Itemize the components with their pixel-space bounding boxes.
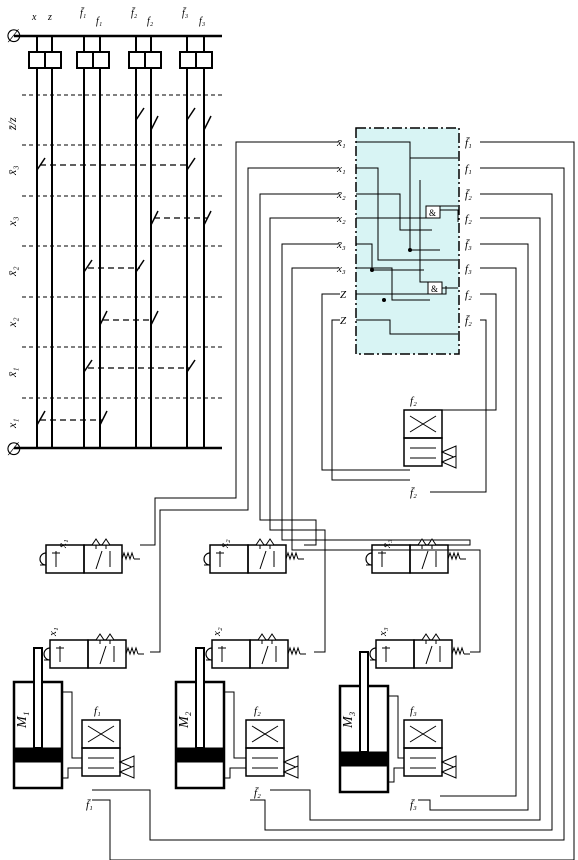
sensor-valves-top [39, 538, 466, 574]
and-gate-symbol: & [431, 284, 438, 294]
logic-output: f₂ [465, 289, 472, 301]
memory-valve-bottom-label: f̄₂ [410, 487, 417, 499]
logic-input: x̄₁ [336, 137, 346, 149]
logic-outputs: f̄₁ f₁ f̄₂ f₂ f̄₃ f₃ f₂ f̄₂ [465, 137, 472, 327]
sensor-top-label-3: x̄₃ [381, 539, 393, 549]
top-label: f̄₂ [131, 7, 138, 19]
piston [175, 747, 225, 763]
logic-junction-dots [370, 248, 412, 302]
cylinder-label-2: M₂ [177, 711, 192, 729]
sensor-mid-label-3: x₃ [377, 627, 389, 637]
and-gate-2 [427, 281, 443, 295]
memory-valve-top-label: f₂ [410, 395, 417, 407]
logic-input: x₃ [336, 263, 346, 275]
top-label: f̄₁ [80, 7, 86, 19]
and-gate-symbol: & [429, 208, 436, 218]
and-gate-1 [425, 205, 441, 219]
logic-output: f̄₃ [465, 239, 472, 251]
piston [339, 751, 389, 767]
cyl-valve-bottom-label-3: f̄₃ [410, 799, 417, 811]
row-label: x̄₂ [5, 267, 19, 278]
cylinder-assembly-3 [338, 651, 457, 794]
sensor-valve-mid-3 [369, 633, 470, 669]
logic-inputs: x̄₁ x₁ x̄₂ x₂ x̄₃ x₃ Z Z [336, 137, 347, 327]
top-label: z [47, 12, 52, 23]
sensor-valve-top-3 [365, 538, 466, 574]
sensor-top-label-2: x̄₂ [219, 539, 231, 549]
logic-block-border [355, 127, 460, 355]
row-label: x₃ [5, 217, 19, 228]
top-label: f̄₃ [182, 7, 189, 19]
and-gates: & & [425, 205, 443, 295]
row-label: x̄₁ [5, 368, 19, 379]
external-wiring [92, 141, 575, 860]
piston-rod [359, 651, 369, 753]
row-label: x₂ [5, 318, 19, 329]
logic-input: x₂ [336, 213, 346, 225]
sensor-valve-top-1 [39, 538, 140, 574]
ladder-row-labels: z̄/z x̄₃ x₃ x̄₂ x₂ x̄₁ x₁ [5, 117, 19, 429]
cylinders [12, 647, 457, 794]
logic-output: f₃ [465, 263, 472, 275]
top-label: x [31, 12, 37, 23]
cyl-valve-bottom-label-2: f̄₂ [254, 787, 261, 799]
piston [13, 747, 63, 763]
sensor-valve-mid-2 [205, 633, 306, 669]
logic-output: f₁ [465, 163, 472, 175]
logic-block-background [356, 128, 459, 354]
row-label: x̄₃ [5, 166, 19, 177]
cyl-valve-top-label-1: f₁ [94, 705, 101, 717]
logic-output: f̄₁ [465, 137, 472, 149]
ladder-top-labels: x z f̄₁ f₁ f̄₂ f₂ f̄₃ f₃ [31, 7, 206, 27]
sensor-top-label-1: x̄₁ [57, 539, 69, 549]
logic-input: x̄₃ [336, 239, 346, 251]
logic-output: f̄₂ [465, 315, 472, 327]
top-rail-symbol: ∅ [6, 26, 22, 46]
cyl-valve-top-label-3: f₃ [410, 705, 417, 717]
logic-output: f̄₂ [465, 189, 472, 201]
sensor-mid-label-1: x₁ [47, 627, 59, 637]
ladder-diagram [14, 34, 222, 450]
row-label: x₁ [5, 419, 19, 430]
logic-input: x̄₂ [336, 189, 346, 201]
sensor-mid-label-2: x₂ [211, 627, 223, 637]
cylinder-assembly-2 [174, 647, 299, 790]
logic-output: f₂ [465, 213, 472, 225]
logic-input: Z [340, 289, 347, 301]
cyl-valve-bottom-label-1: f̄₁ [86, 799, 93, 811]
piston-rod [33, 647, 43, 749]
cyl-valve-top-label-2: f₂ [254, 705, 261, 717]
memory-valve [403, 409, 457, 469]
row-label: z̄/z [5, 117, 19, 131]
cylinder-assembly-1 [12, 647, 135, 790]
top-label: f₃ [199, 16, 206, 27]
piston-rod [195, 647, 205, 749]
cylinder-label-1: M₁ [15, 711, 30, 729]
top-label: f₁ [96, 16, 102, 27]
top-label: f₂ [147, 16, 154, 27]
logic-input: x₁ [336, 163, 346, 175]
cylinder-label-3: M₃ [341, 711, 356, 729]
logic-input: Z [340, 315, 347, 327]
sensor-valves-mid [43, 633, 470, 669]
bottom-rail-symbol: ∅ [6, 439, 22, 459]
sensor-valve-top-2 [203, 538, 304, 574]
sensor-valve-mid-1 [43, 633, 144, 669]
